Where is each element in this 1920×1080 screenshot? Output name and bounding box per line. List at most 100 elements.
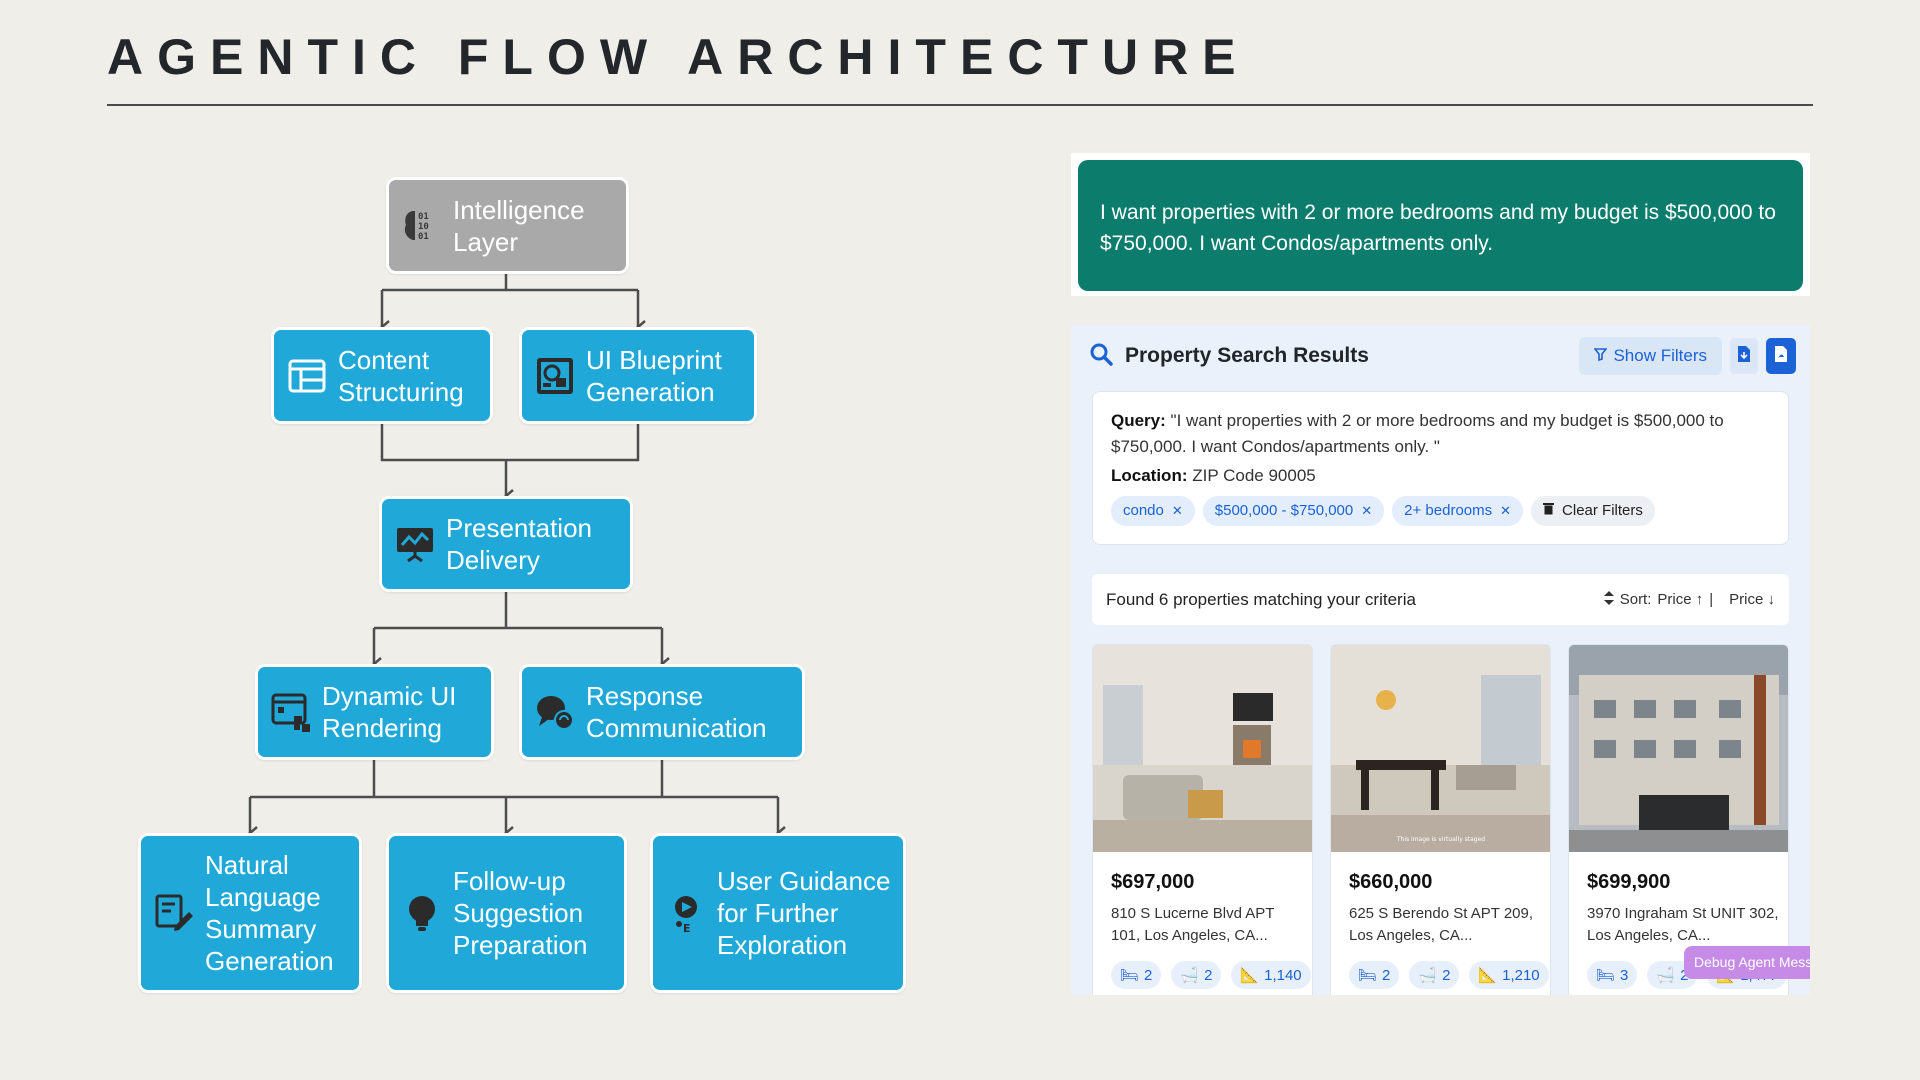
layout-table-icon [286, 355, 328, 397]
blueprint-icon [534, 355, 576, 397]
bath-icon: 🛁 [1418, 967, 1438, 984]
sort-label: Sort: [1619, 591, 1652, 608]
property-card[interactable]: $697,000 810 S Lucerne Blvd APT 101, Los… [1092, 644, 1313, 995]
listing-price: $697,000 [1111, 871, 1195, 893]
query-summary-card: Query: "I want properties with 2 or more… [1092, 391, 1789, 545]
node-label: Natural Language Summary Generation [205, 850, 334, 976]
listing-stats: 🛏2 🛁2 📐1,140 [1111, 961, 1311, 989]
property-card[interactable]: This image is virtually staged $660,000 … [1330, 644, 1551, 995]
document-download-icon [1737, 345, 1751, 368]
clear-filters-button[interactable]: Clear Filters [1531, 496, 1655, 526]
node-presentation-delivery: Presentation Delivery [379, 496, 633, 592]
trash-icon [1543, 498, 1555, 524]
sort-icon [1603, 590, 1614, 609]
beds-badge: 🛏2 [1349, 961, 1400, 989]
search-icon [1089, 342, 1113, 371]
svg-text:01: 01 [418, 232, 429, 242]
chat-panel: I want properties with 2 or more bedroom… [1071, 153, 1810, 296]
listing-address: 625 S Berendo St APT 209, Los Angeles, C… [1349, 905, 1534, 944]
listing-stats: 🛏2 🛁2 📐1,210 [1349, 961, 1549, 989]
property-card[interactable]: $699,900 3970 Ingraham St UNIT 302, Los … [1568, 644, 1789, 995]
node-natural-language-summary: Natural Language Summary Generation [138, 833, 362, 993]
results-title: Property Search Results [1125, 344, 1369, 367]
connector-root-split [382, 272, 638, 292]
chip-label: 2+ bedrooms [1404, 502, 1493, 519]
svg-text:01: 01 [418, 212, 429, 222]
svg-text:10: 10 [418, 222, 429, 232]
sort-price-desc-button[interactable]: Price ↓ [1729, 591, 1775, 608]
close-icon[interactable]: ✕ [1361, 503, 1373, 518]
bath-icon: 🛁 [1180, 967, 1200, 984]
beds-value: 2 [1382, 966, 1391, 984]
close-icon[interactable]: ✕ [1171, 503, 1183, 518]
sqft-value: 1,140 [1264, 966, 1302, 984]
property-photo: This image is virtually staged [1331, 645, 1550, 852]
node-response-communication: Response Communication [519, 664, 805, 760]
sort-price-asc-button[interactable]: Price ↑ [1657, 591, 1704, 608]
connector-bottom-split [250, 758, 778, 799]
results-count: Found 6 properties matching your criteri… [1106, 589, 1416, 609]
node-label: Intelligence Layer [453, 194, 585, 257]
listing-address: 3970 Ingraham St UNIT 302, Los Angeles, … [1587, 905, 1779, 944]
node-follow-up-suggestion: Follow-up Suggestion Preparation [386, 833, 627, 993]
bed-icon: 🛏 [1120, 967, 1140, 984]
dynamic-ui-icon [270, 691, 312, 733]
guidance-icon: E [665, 892, 707, 934]
lightbulb-icon [401, 892, 443, 934]
node-user-guidance: E User Guidance for Further Exploration [650, 833, 906, 993]
listing-address: 810 S Lucerne Blvd APT 101, Los Angeles,… [1111, 905, 1275, 944]
connector-presentation-split [374, 590, 662, 630]
baths-value: 2 [1204, 966, 1213, 984]
node-label: Follow-up Suggestion Preparation [453, 866, 588, 960]
property-photo [1093, 645, 1312, 852]
node-label: UI Blueprint Generation [586, 344, 722, 407]
sort-divider: | [1709, 591, 1714, 608]
summary-edit-icon [153, 892, 195, 934]
bed-icon: 🛏 [1358, 967, 1378, 984]
sqft-badge: 📐1,210 [1469, 961, 1549, 989]
chip-label: $500,000 - $750,000 [1214, 502, 1354, 519]
property-photo [1569, 645, 1788, 852]
node-label: Response Communication [586, 681, 767, 743]
chip-label: condo [1123, 502, 1164, 519]
baths-badge: 🛁2 [1171, 961, 1222, 989]
show-filters-button[interactable]: Show Filters [1579, 337, 1722, 375]
filter-chip[interactable]: condo ✕ [1111, 496, 1195, 526]
node-label: Content Structuring [338, 344, 464, 407]
presentation-board-icon [394, 523, 436, 565]
beds-value: 2 [1144, 966, 1153, 984]
export-pdf-button[interactable] [1766, 338, 1796, 374]
svg-text:E: E [683, 922, 691, 934]
filter-chip[interactable]: 2+ bedrooms ✕ [1392, 496, 1524, 526]
baths-badge: 🛁2 [1409, 961, 1460, 989]
filter-chip[interactable]: $500,000 - $750,000 ✕ [1202, 496, 1385, 526]
connector-merge [380, 422, 640, 462]
results-count-bar: Found 6 properties matching your criteri… [1092, 574, 1789, 625]
node-ui-blueprint-generation: UI Blueprint Generation [519, 327, 757, 424]
debug-agent-messages-tab[interactable]: Debug Agent Mess [1684, 946, 1810, 979]
page-title: AGENTIC FLOW ARCHITECTURE [107, 29, 1250, 85]
beds-badge: 🛏3 [1587, 961, 1638, 989]
results-header: Property Search Results Show Filters [1089, 335, 1796, 377]
location-text: ZIP Code 90005 [1192, 466, 1316, 485]
node-dynamic-ui-rendering: Dynamic UI Rendering [255, 664, 494, 760]
node-label: Presentation Delivery [446, 513, 592, 575]
beds-badge: 🛏2 [1111, 961, 1162, 989]
query-text: "I want properties with 2 or more bedroo… [1111, 411, 1724, 456]
location-label: Location: [1111, 466, 1188, 485]
close-icon[interactable]: ✕ [1500, 503, 1512, 518]
beds-value: 3 [1620, 966, 1629, 984]
photo-note: This image is virtually staged [1396, 836, 1485, 843]
title-divider [107, 104, 1813, 106]
bath-icon: 🛁 [1656, 967, 1676, 984]
ruler-icon: 📐 [1478, 967, 1498, 984]
filter-chips: condo ✕ $500,000 - $750,000 ✕ 2+ bedrooms ✕… [1111, 496, 1770, 526]
baths-value: 2 [1442, 966, 1451, 984]
bed-icon: 🛏 [1596, 967, 1616, 984]
property-search-panel: Property Search Results Show Filters Que… [1071, 325, 1810, 995]
user-message-bubble: I want properties with 2 or more bedroom… [1078, 160, 1803, 291]
listing-price: $660,000 [1349, 871, 1433, 893]
download-doc-button[interactable] [1730, 338, 1758, 374]
